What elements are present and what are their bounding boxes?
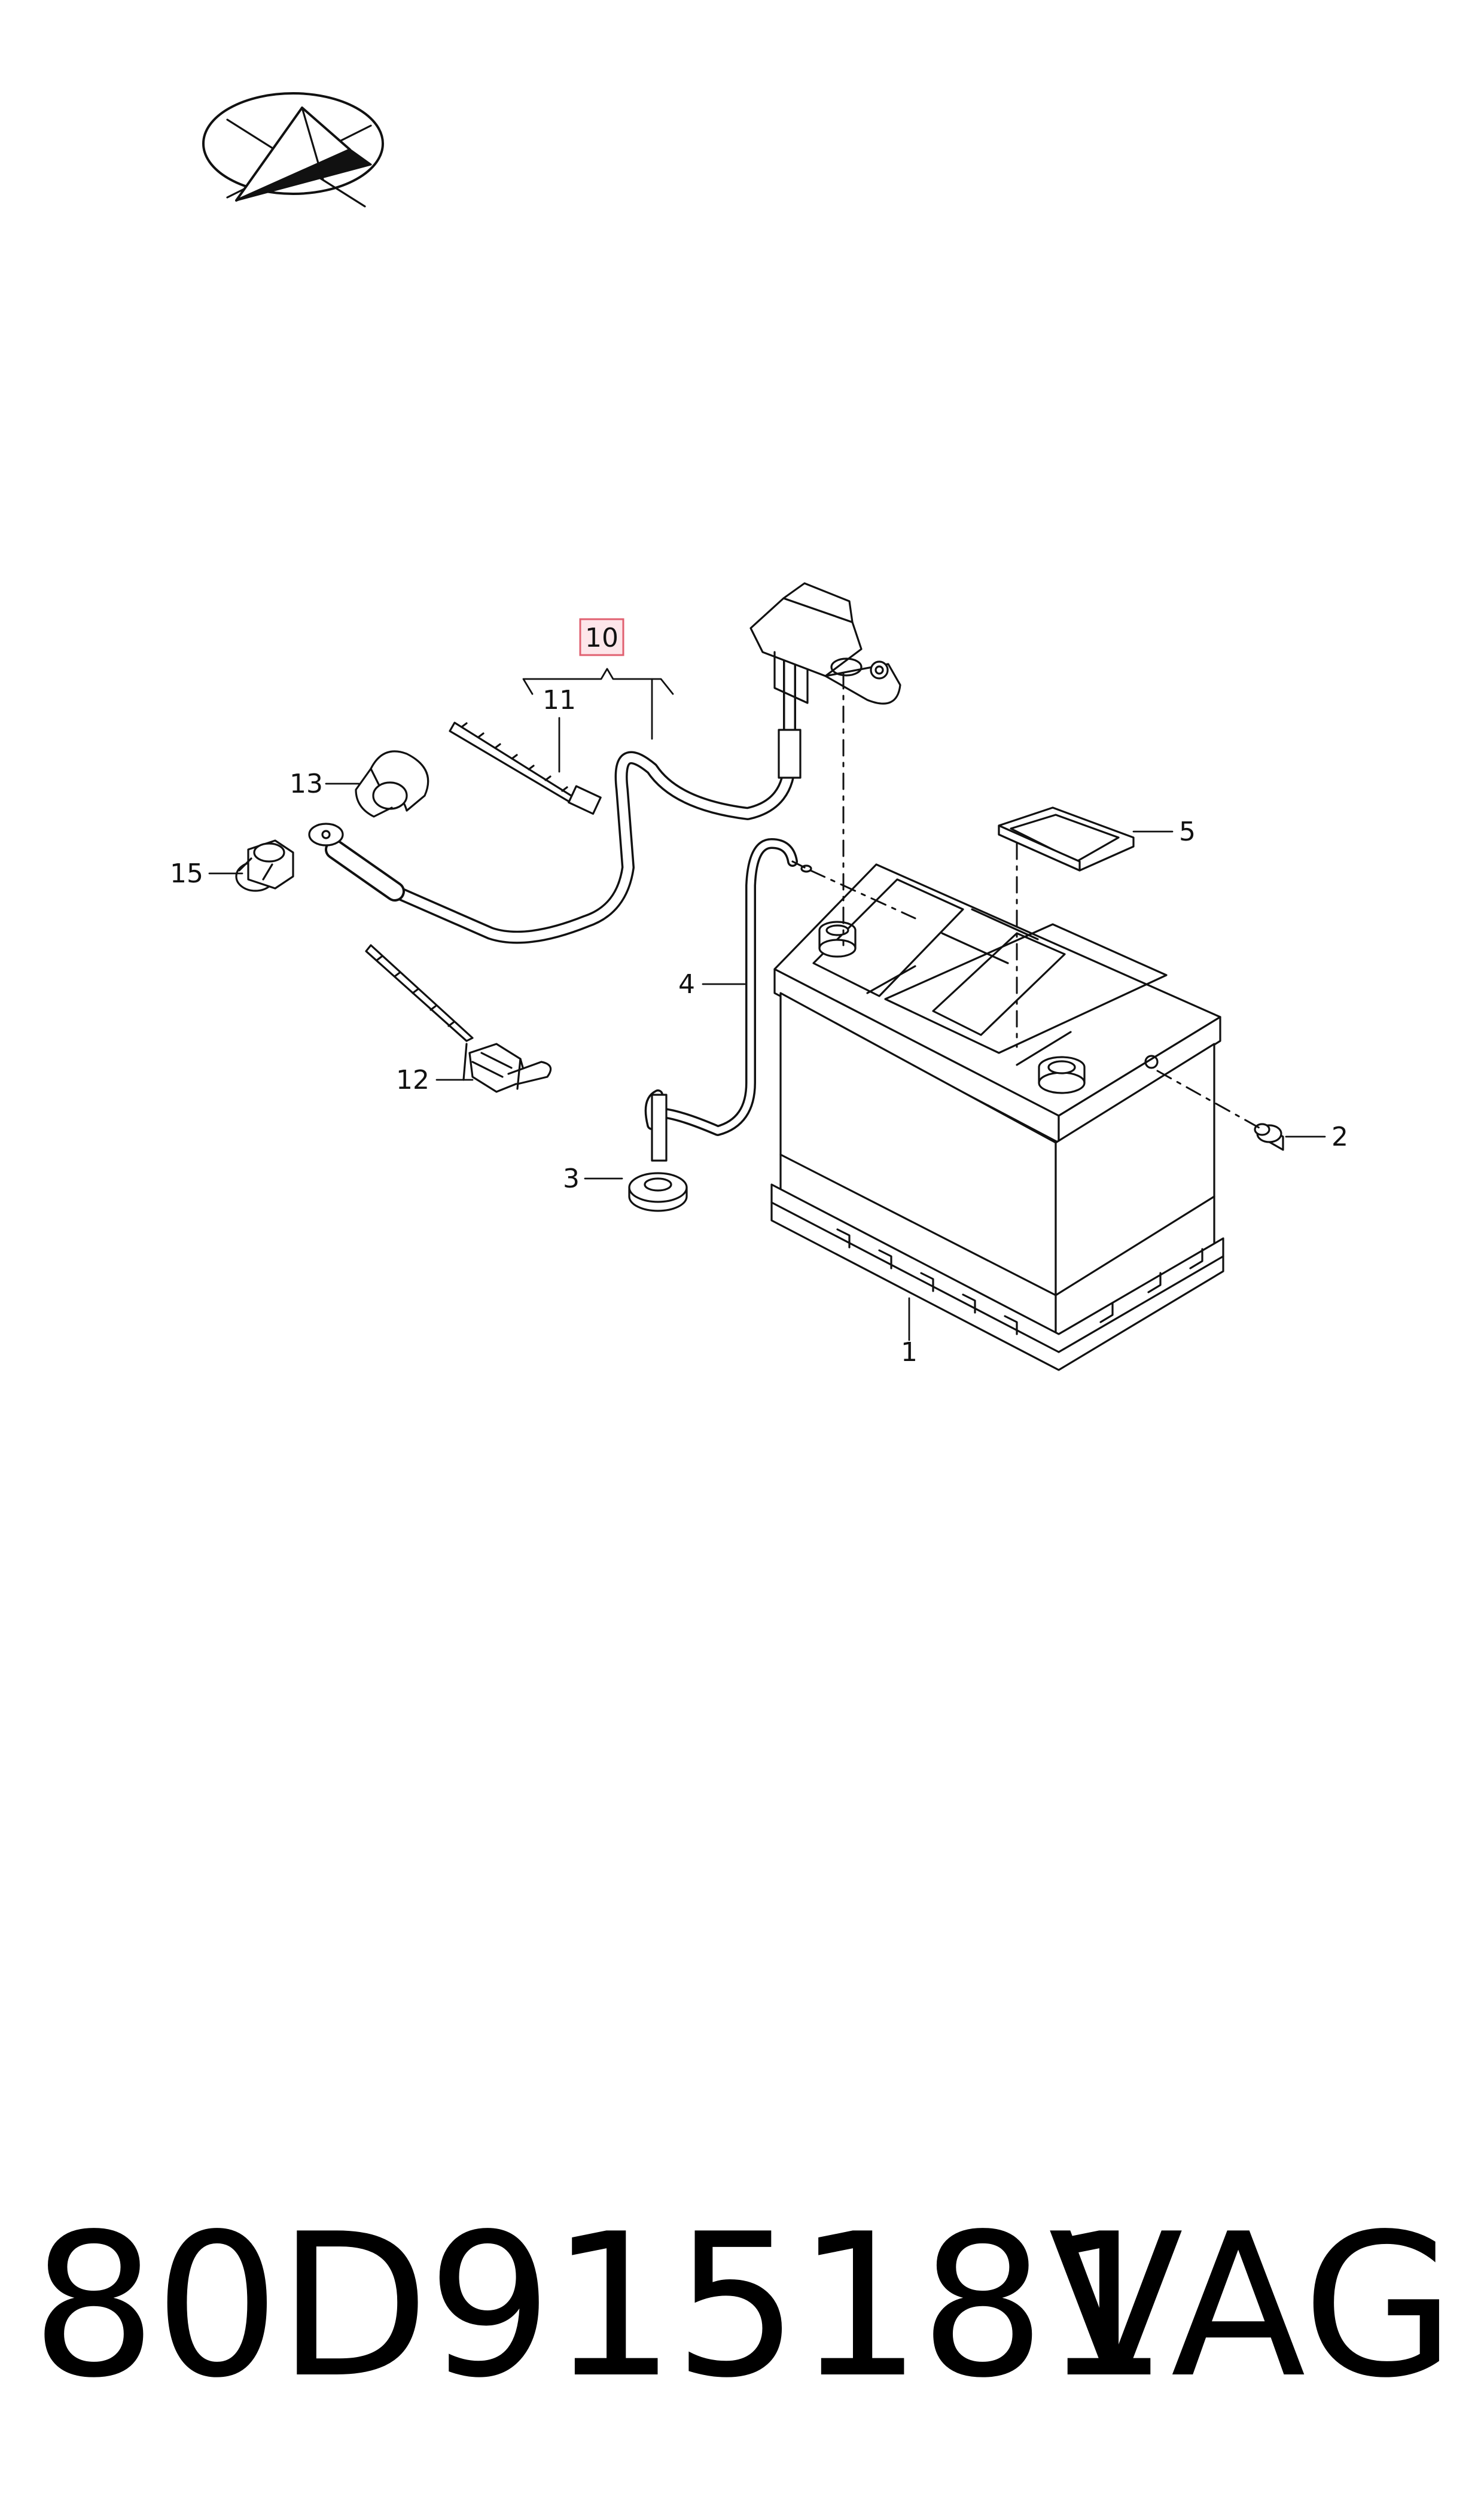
leader-lines <box>208 668 1326 1341</box>
brand-name: VAG <box>1048 2191 1455 2421</box>
cable-tie-clip <box>365 944 552 1093</box>
bolt <box>1254 1123 1284 1151</box>
callout-5[interactable]: 5 <box>1179 817 1196 847</box>
callout-4[interactable]: 4 <box>678 969 695 1000</box>
terminal-cover <box>998 806 1135 872</box>
alignment-guides <box>809 672 1260 1129</box>
callout-12[interactable]: 12 <box>396 1065 429 1095</box>
callout-10-highlight <box>579 618 624 656</box>
callout-13[interactable]: 13 <box>290 769 323 799</box>
part-number: 80D915181 <box>31 2191 1169 2421</box>
battery-terminal-positive <box>1038 1056 1086 1094</box>
callout-2[interactable]: 2 <box>1331 1122 1348 1152</box>
cable-tie <box>449 721 602 815</box>
orientation-compass-icon <box>202 92 384 208</box>
flange-nut <box>235 839 294 892</box>
positive-cable <box>644 838 812 1162</box>
battery <box>770 863 1224 1371</box>
callout-10[interactable]: 10 <box>585 623 618 653</box>
callout-11[interactable]: 11 <box>543 685 576 715</box>
callout-15[interactable]: 15 <box>170 858 203 889</box>
callout-3[interactable]: 3 <box>563 1164 580 1194</box>
grommet <box>628 1172 688 1212</box>
spacer-sleeve <box>355 750 429 818</box>
callout-1[interactable]: 1 <box>901 1337 918 1368</box>
